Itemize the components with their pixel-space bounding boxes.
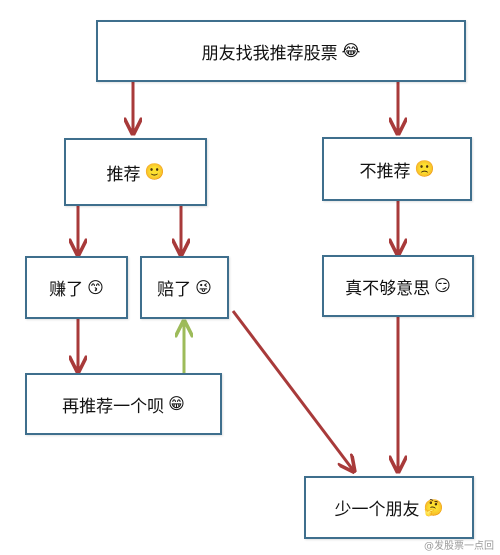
laughing-crying-emoji-icon: 😂 [341, 41, 361, 60]
node-label: 推荐 [106, 164, 141, 185]
watermark: @发股票一点回 [424, 541, 494, 552]
smile-emoji-icon: 🙂 [144, 162, 165, 181]
tongue-out-emoji-icon: 😜 [195, 277, 212, 297]
node-one-less-friend: 少一个朋友 🤔 [304, 476, 474, 539]
grin-emoji-icon: 😁 [168, 394, 185, 413]
node-not-recommend: 不推荐 🙁 [322, 137, 472, 201]
node-label: 不推荐 [359, 161, 411, 182]
node-friend-asks: 朋友找我推荐股票 😂 [96, 20, 466, 82]
node-label: 朋友找我推荐股票 [201, 43, 338, 64]
node-label: 赚了 [49, 280, 84, 300]
node-lost: 赔了 😜 [140, 256, 229, 319]
node-label: 赔了 [157, 280, 192, 300]
node-label: 真不够意思 [345, 278, 431, 299]
node-recommend: 推荐 🙂 [64, 138, 207, 206]
frown-emoji-icon: 🙁 [414, 159, 435, 178]
kiss-emoji-icon: 😙 [87, 277, 104, 297]
thinking-emoji-icon: 🤔 [423, 497, 444, 517]
node-label: 少一个朋友 [334, 500, 420, 520]
node-really-not-loyal: 真不够意思 😏 [322, 255, 474, 317]
smirk-emoji-icon: 😏 [434, 276, 451, 295]
node-earned: 赚了 😙 [25, 256, 128, 319]
edge-lost-to-one-less-friend [231, 310, 353, 470]
node-recommend-again: 再推荐一个呗 😁 [25, 373, 222, 435]
node-label: 再推荐一个呗 [62, 396, 165, 417]
